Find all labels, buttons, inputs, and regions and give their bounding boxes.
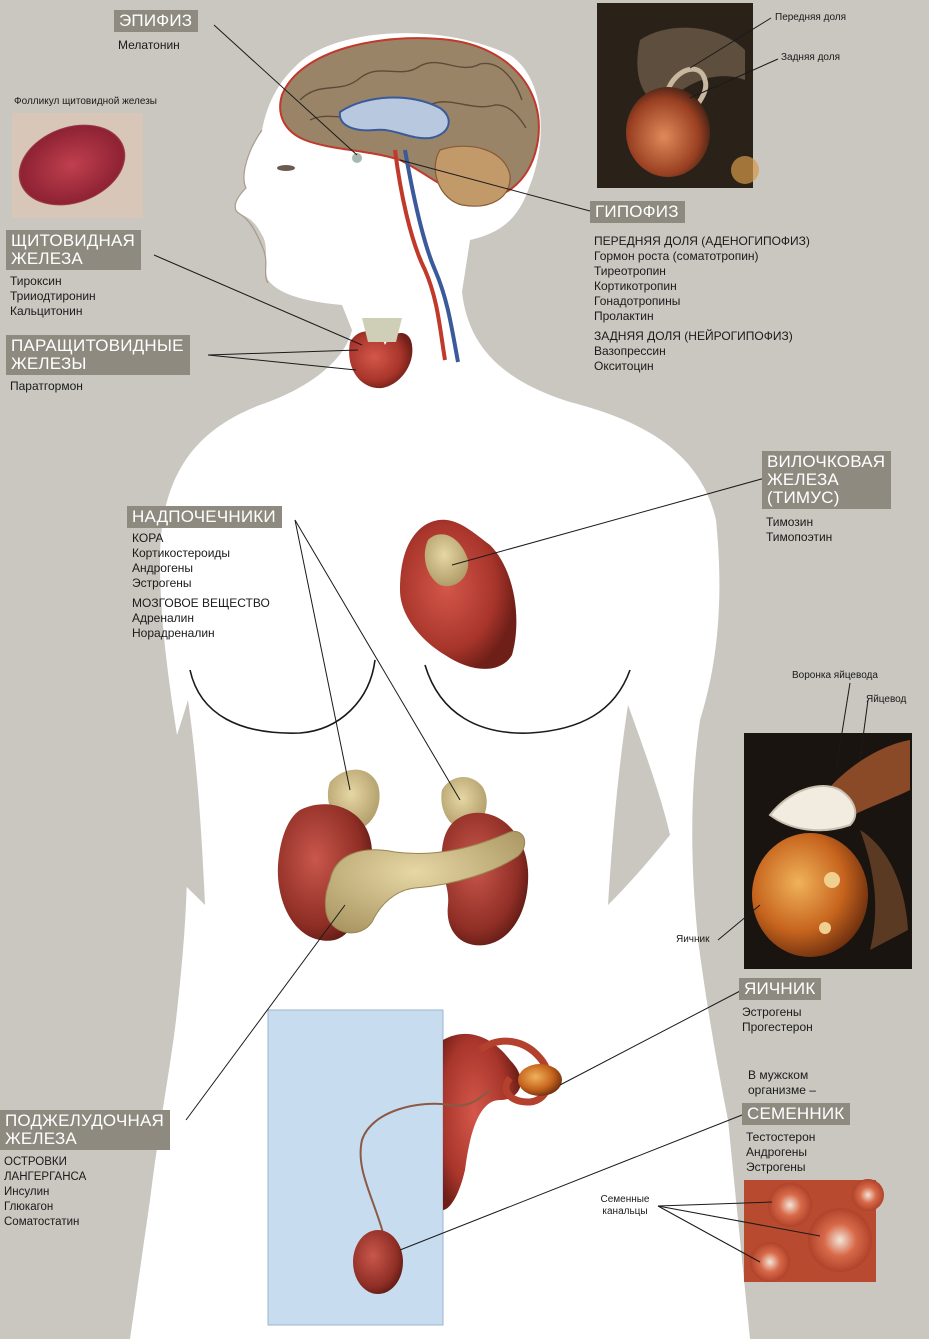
parathyroid-hormones: Паратгормон <box>10 379 83 394</box>
thyroid-hormones: Тироксин Трииодтиронин Кальцитонин <box>10 274 96 319</box>
hormone-item: Соматостатин <box>4 1215 86 1230</box>
hormone-item: Эстрогены <box>742 1005 813 1020</box>
adrenal-hormones: КОРА Кортикостероиды Андрогены Эстрогены… <box>132 531 270 641</box>
pancreas-islets-header-line1: ОСТРОВКИ <box>4 1155 86 1170</box>
hormone-item: Кортикостероиды <box>132 546 270 561</box>
parathyroid-title-line2: ЖЕЛЕЗЫ <box>11 355 184 373</box>
thyroid-follicle-photo <box>7 110 143 219</box>
reproductive-panel <box>268 1010 443 1325</box>
adrenal-medulla-header: МОЗГОВОЕ ВЕЩЕСТВО <box>132 596 270 611</box>
hormone-item: Гормон роста (соматотропин) <box>594 249 810 264</box>
hormone-item: Эстрогены <box>132 576 270 591</box>
testis-intro-line2: организме – <box>748 1083 816 1098</box>
testis <box>353 1230 403 1294</box>
hormone-item: Кальцитонин <box>10 304 96 319</box>
hormone-item: Мелатонин <box>118 38 180 53</box>
hormone-item: Паратгормон <box>10 379 83 394</box>
thyroid-title-line2: ЖЕЛЕЗА <box>11 250 135 268</box>
hormone-item: Прогестерон <box>742 1020 813 1035</box>
seminiferous-tubules-photo <box>744 1179 884 1282</box>
pituitary-anterior-photo-label: Передняя доля <box>775 12 846 24</box>
ovary-hormones: Эстрогены Прогестерон <box>742 1005 813 1035</box>
oviduct-funnel-label: Воронка яйцевода <box>792 670 878 682</box>
pituitary-posterior-header: ЗАДНЯЯ ДОЛЯ (НЕЙРОГИПОФИЗ) <box>594 329 810 344</box>
pancreas-islets-header-line2: ЛАНГЕРГАНСА <box>4 1170 86 1185</box>
hormone-item: Норадреналин <box>132 626 270 641</box>
thyroid-title-line1: ЩИТОВИДНАЯ <box>11 232 135 250</box>
testis-title: СЕМЕННИК <box>742 1103 850 1125</box>
ovary-photo-label: Яичник <box>676 934 710 946</box>
hormone-item: Адреналин <box>132 611 270 626</box>
testis-intro: В мужском организме – <box>748 1068 816 1098</box>
oviduct-label: Яйцевод <box>866 694 906 706</box>
pituitary-title: ГИПОФИЗ <box>590 201 685 223</box>
larynx <box>362 318 402 342</box>
parathyroid-title: ПАРАЩИТОВИДНЫЕ ЖЕЛЕЗЫ <box>6 335 190 375</box>
hormone-item: Глюкагон <box>4 1200 86 1215</box>
parathyroid-title-line1: ПАРАЩИТОВИДНЫЕ <box>11 337 184 355</box>
tubules-label-line2: канальцы <box>590 1206 660 1218</box>
hormone-item: Андрогены <box>132 561 270 576</box>
testis-intro-line1: В мужском <box>748 1068 816 1083</box>
thyroid-title: ЩИТОВИДНАЯ ЖЕЛЕЗА <box>6 230 141 270</box>
hormone-item: Тироксин <box>10 274 96 289</box>
female-ovary <box>518 1064 562 1096</box>
thymus-title: ВИЛОЧКОВАЯ ЖЕЛЕЗА (ТИМУС) <box>762 451 891 509</box>
pancreas-hormones: ОСТРОВКИ ЛАНГЕРГАНСА Инсулин Глюкагон Со… <box>4 1155 86 1230</box>
ovary-photo <box>744 733 912 969</box>
epiphysis-title: ЭПИФИЗ <box>114 10 198 32</box>
thyroid-follicle-caption: Фолликул щитовидной железы <box>14 96 157 108</box>
tubules-label-line1: Семенные <box>590 1194 660 1206</box>
hormone-item: Тимопоэтин <box>766 530 832 545</box>
hormone-item: Пролактин <box>594 309 810 324</box>
adrenal-title: НАДПОЧЕЧНИКИ <box>127 506 282 528</box>
hormone-item: Вазопрессин <box>594 344 810 359</box>
hormone-item: Кортикотропин <box>594 279 810 294</box>
pituitary-photo <box>597 3 759 188</box>
hormone-item: Эстрогены <box>746 1160 815 1175</box>
thymus-title-line2: ЖЕЛЕЗА <box>767 471 885 489</box>
thymus-hormones: Тимозин Тимопоэтин <box>766 515 832 545</box>
pituitary-hormones: ПЕРЕДНЯЯ ДОЛЯ (АДЕНОГИПОФИЗ) Гормон рост… <box>594 234 810 374</box>
hormone-item: Тиреотропин <box>594 264 810 279</box>
pancreas-title-line2: ЖЕЛЕЗА <box>5 1130 164 1148</box>
eye <box>277 165 295 171</box>
adrenal-cortex-header: КОРА <box>132 531 270 546</box>
hormone-item: Трииодтиронин <box>10 289 96 304</box>
ovary-title: ЯИЧНИК <box>739 978 821 1000</box>
pituitary-posterior-photo-label: Задняя доля <box>781 52 840 64</box>
hormone-item: Окситоцин <box>594 359 810 374</box>
pituitary-anterior-header: ПЕРЕДНЯЯ ДОЛЯ (АДЕНОГИПОФИЗ) <box>594 234 810 249</box>
hormone-item: Тимозин <box>766 515 832 530</box>
seminiferous-tubules-label: Семенные канальцы <box>590 1194 660 1218</box>
thymus-title-line1: ВИЛОЧКОВАЯ <box>767 453 885 471</box>
epiphysis-hormones: Мелатонин <box>118 38 180 53</box>
hormone-item: Тестостерон <box>746 1130 815 1145</box>
hormone-item: Андрогены <box>746 1145 815 1160</box>
hormone-item: Инсулин <box>4 1185 86 1200</box>
pancreas-title-line1: ПОДЖЕЛУДОЧНАЯ <box>5 1112 164 1130</box>
testis-hormones: Тестостерон Андрогены Эстрогены <box>746 1130 815 1175</box>
thymus-title-line3: (ТИМУС) <box>767 489 885 507</box>
pancreas-title: ПОДЖЕЛУДОЧНАЯ ЖЕЛЕЗА <box>0 1110 170 1150</box>
hormone-item: Гонадотропины <box>594 294 810 309</box>
